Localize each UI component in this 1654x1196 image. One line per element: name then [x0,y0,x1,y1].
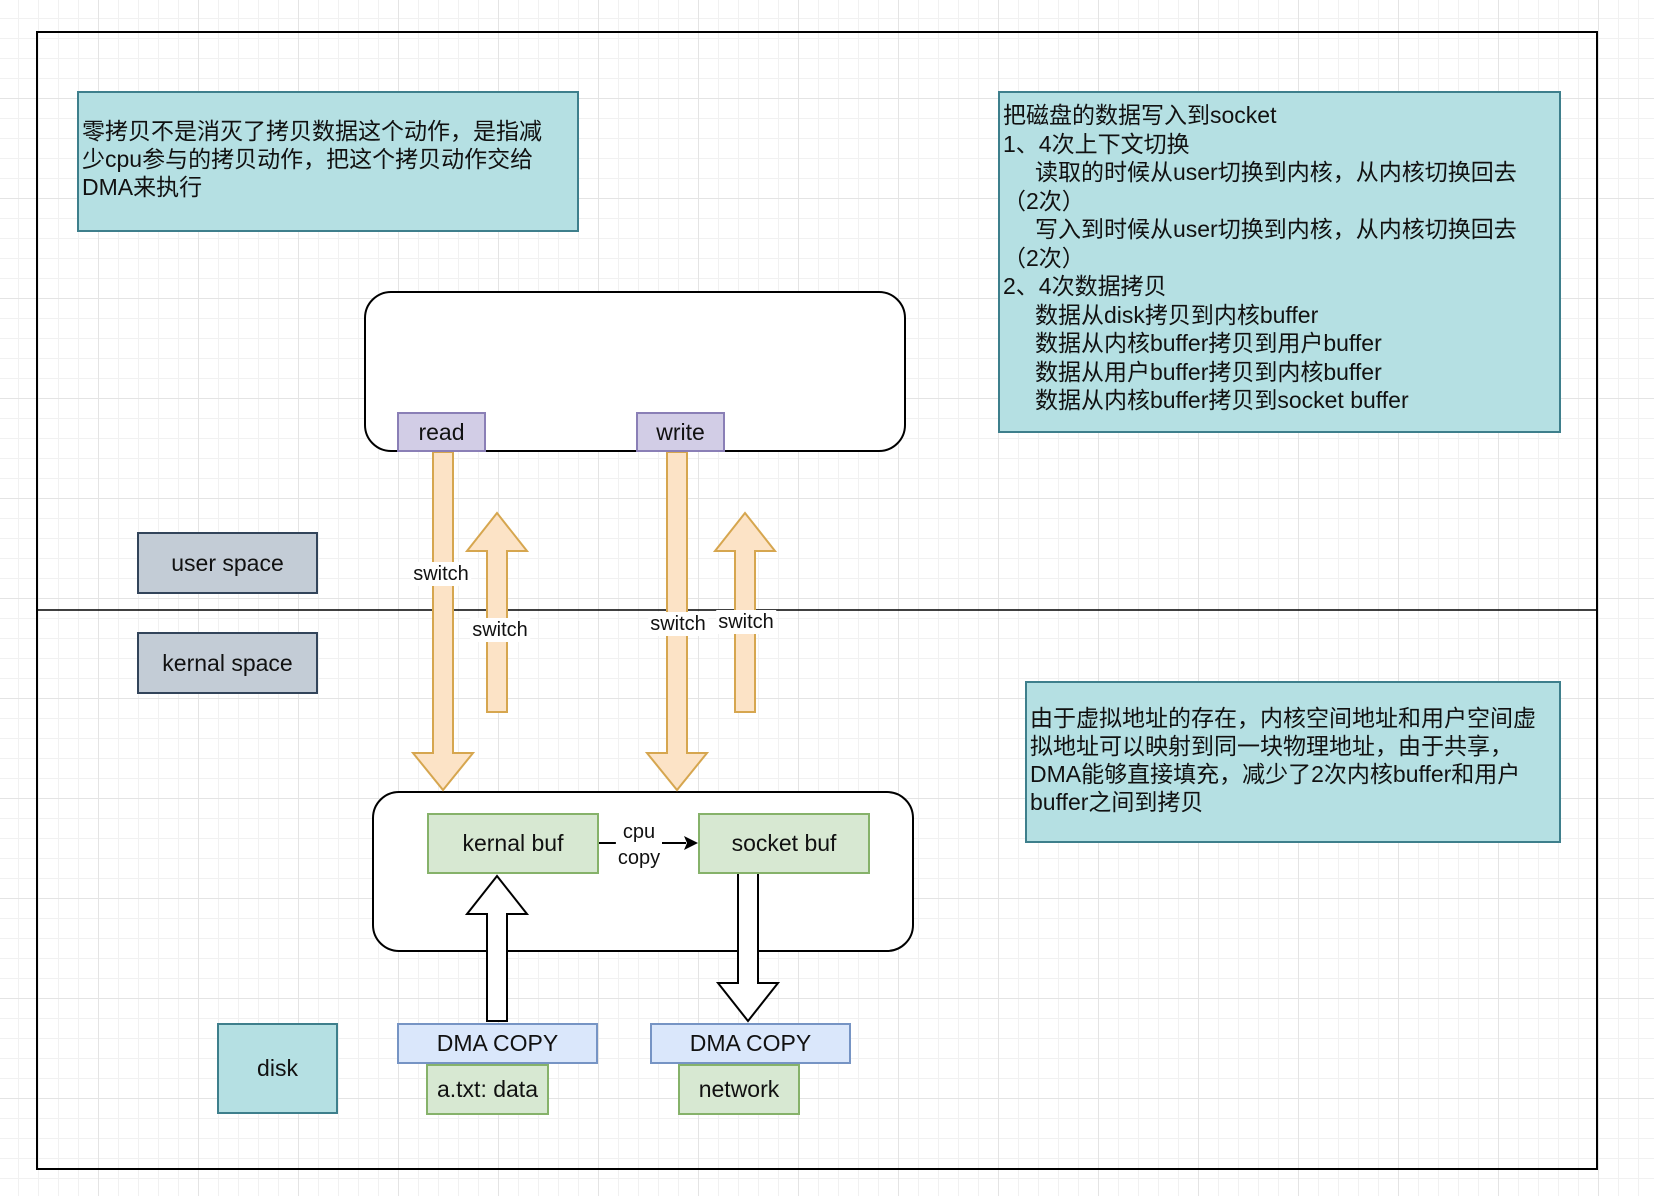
socket-buf-node: socket buf [698,813,870,874]
virtual-address-note: 由于虚拟地址的存在，内核空间地址和用户空间虚 拟地址可以映射到同一块物理地址，由… [1025,681,1561,843]
note-line: 数据从disk拷贝到内核buffer [1003,301,1319,328]
note-line: （2次） [1003,244,1085,271]
read-switch-down-arrow [410,451,476,792]
note-line: buffer之间到拷贝 [1030,789,1204,815]
cpu-copy-label-line: copy [617,847,661,869]
cpu-copy-arrowhead [684,836,698,850]
note-line: 1、4次上下文切换 [1003,130,1190,157]
note-line: 数据从内核buffer拷贝到socket buffer [1003,387,1409,413]
dma-down-arrow [715,872,781,1023]
write-call: write [636,412,725,452]
cpu-copy-label-line: cpu [622,821,656,843]
switch-label-read-up: switch [470,618,530,642]
note-line: DMA能够直接填充，减少了2次内核buffer和用户 [1030,761,1521,787]
kernal-buf-node: kernal buf [427,813,599,874]
note-line: 少cpu参与的拷贝动作，把这个拷贝动作交给 [82,146,534,172]
note-line: 2、4次数据拷贝 [1003,273,1167,299]
note-line: （2次） [1003,187,1085,214]
switch-label-read-down: switch [411,562,471,586]
switch-label-write-up: switch [716,610,776,634]
file-node: a.txt: data [426,1064,549,1115]
kernal-space-label: kernal space [137,632,318,694]
note-line: 零拷贝不是消灭了拷贝数据这个动作，是指减 [82,118,542,144]
note-line: DMA来执行 [82,174,203,200]
note-line: 数据从用户buffer拷贝到内核buffer [1003,358,1382,385]
user-space-label: user space [137,532,318,594]
user-process-container [364,291,906,452]
read-switch-up-arrow [464,511,530,713]
dma-copy-left: DMA COPY [397,1023,598,1064]
note-line: 把磁盘的数据写入到socket [1003,102,1277,128]
note-line: 拟地址可以映射到同一块物理地址，由于共享， [1030,733,1513,759]
switch-label-write-down: switch [648,612,708,636]
network-node: network [678,1064,800,1115]
note-line: 写入到时候从user切换到内核，从内核切换回去 [1003,216,1517,242]
disk-to-socket-note: 把磁盘的数据写入到socket 1、4次上下文切换 读取的时候从user切换到内… [998,91,1561,433]
note-line: 读取的时候从user切换到内核，从内核切换回去 [1003,159,1517,185]
disk-node: disk [217,1023,338,1114]
dma-copy-right: DMA COPY [650,1023,851,1064]
note-line: 由于虚拟地址的存在，内核空间地址和用户空间虚 [1030,705,1536,731]
note-line: 数据从内核buffer拷贝到用户buffer [1003,330,1382,356]
cpu-copy-label: cpu copy [615,819,663,871]
dma-up-arrow [464,874,530,1022]
outer-frame [36,31,1598,1170]
zero-copy-note: 零拷贝不是消灭了拷贝数据这个动作，是指减 少cpu参与的拷贝动作，把这个拷贝动作… [77,91,579,232]
read-call: read [397,412,486,452]
